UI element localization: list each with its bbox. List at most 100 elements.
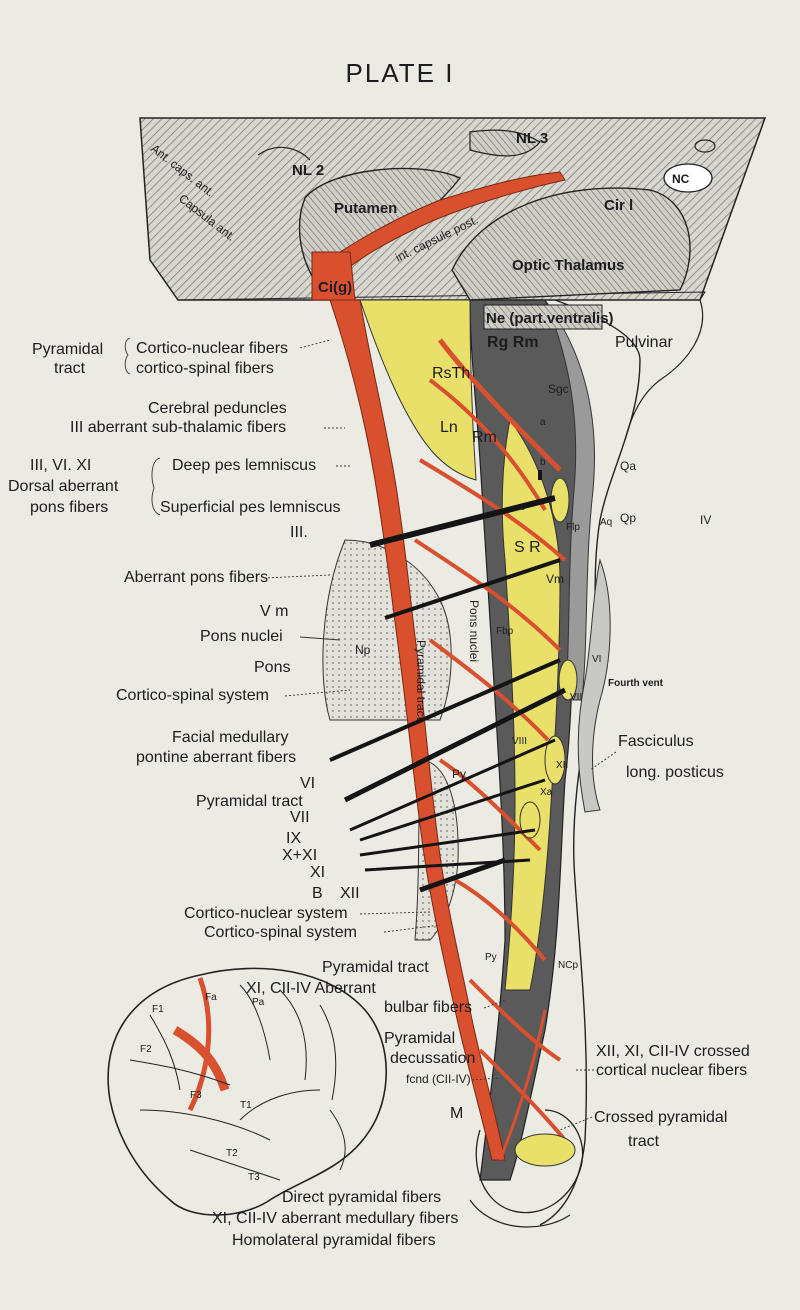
label-pyramidal-decussation-1: Pyramidal [384,1030,455,1047]
label-cirl: Cir l [604,197,633,214]
plate-title: PLATE I [345,58,455,88]
label-crossed-1: XII, XI, CII-IV crossed [596,1043,750,1060]
label-nl3: NL 3 [516,130,548,147]
label-np: Np [355,643,371,657]
label-iii: III. [290,524,308,541]
label-dorsal-aberrant: Dorsal aberrant [8,478,119,495]
label-crossed-pyramidal-1: Crossed pyramidal [594,1109,727,1126]
label-ne: Ne (part.ventralis) [486,310,614,327]
label-brain-t3: T3 [248,1172,260,1183]
label-crossed-pyramidal-2: tract [628,1133,660,1150]
label-crossed-2: cortical nuclear fibers [596,1062,747,1079]
label-rsth: RsTh [432,365,470,382]
label-xii: XII [340,885,360,902]
label-m: M [450,1105,463,1122]
label-nc: NC [672,172,690,186]
label-xi: XI [310,864,325,881]
label-xi-medullary: XI, CII-IV aberrant medullary fibers [212,1210,458,1227]
label-pons: Pons [254,659,290,676]
label-sgc: Sgc [548,382,569,396]
label-pons-nuclei-vertical: Pons nuclei [467,600,481,662]
nc-region [663,163,713,193]
label-flp: Flp [566,522,580,533]
label-fasciculus: Fasciculus [618,733,694,750]
label-brain-f1: F1 [152,1004,164,1015]
label-xii-inner: XII [556,760,568,771]
inner-labels: Ne (part.ventralis) Rg Rm RsTh Sgc Ln Rm… [355,304,673,971]
label-cig: Ci(g) [318,279,352,296]
label-tract: tract [54,360,86,377]
label-brain-f2: F2 [140,1044,152,1055]
label-qa: Qa [620,459,636,473]
label-deep-pes: Deep pes lemniscus [172,457,316,474]
brainstem [322,299,704,1228]
label-vii-inner: VII [570,692,582,703]
label-cortico-nuclear-system: Cortico-nuclear system [184,905,348,922]
label-vm: V m [260,603,288,620]
header-section: NL 3 NL 2 NC Putamen Cir l Ci(g) Optic T… [139,117,767,301]
label-xa: Xa [540,787,553,798]
label-rm: Rm [472,429,497,446]
label-facial-medullary: Facial medullary [172,729,288,746]
label-cortico-nuclear-fibers: Cortico-nuclear fibers [136,340,288,357]
label-ncp: NCp [558,960,578,971]
label-fourth-vent: Fourth vent [608,678,664,689]
label-vi-inner: VI [592,654,601,665]
label-b-small: b [540,457,546,468]
label-fbp: Fbp [496,626,514,637]
label-aq: Aq [600,517,612,528]
label-vi: VI [300,775,315,792]
label-cortico-spinal-system: Cortico-spinal system [116,687,269,704]
label-pons-fibers: pons fibers [30,499,108,516]
label-bulbar-fibers: bulbar fibers [384,999,472,1016]
label-pulvinar: Pulvinar [615,334,673,351]
brain-sketch: F1 F2 F3 T1 T2 T3 Fa Pa [107,967,388,1216]
label-optic-thalamus: Optic Thalamus [512,257,625,274]
label-pons-nuclei: Pons nuclei [200,628,283,645]
label-py2: Py [485,952,497,963]
label-pyramidal-tract-vertical: Pyramidal tract [414,640,428,721]
label-b: B [312,885,323,902]
left-labels: Pyramidal tract Cortico-nuclear fibers c… [8,337,506,1249]
label-qp: Qp [620,511,636,525]
label-homolateral: Homolateral pyramidal fibers [232,1232,436,1249]
right-labels: Qa Qp IV Fourth vent Fasciculus long. po… [559,459,750,1150]
label-putamen: Putamen [334,200,397,217]
label-vm-small: Vm [546,572,564,586]
label-ix: IX [286,830,301,847]
label-py: Py [452,767,466,781]
label-viii: VIII [512,736,527,747]
label-pyramidal-tract: Pyramidal [32,341,103,358]
label-nl2: NL 2 [292,162,324,179]
label-aberrant-subthalamic: III aberrant sub-thalamic fibers [70,419,286,436]
label-pyramidal-tract-mid: Pyramidal tract [196,793,303,810]
label-sr: S R [514,539,541,556]
label-vii: VII [290,809,310,826]
label-fcnd: fcnd (CII-IV) [406,1072,471,1086]
label-pontine-aberrant: pontine aberrant fibers [136,749,296,766]
label-long-posticus: long. posticus [626,764,724,781]
label-rg-rm: Rg Rm [487,334,539,351]
label-pyramidal-decussation-2: decussation [390,1050,475,1067]
label-cerebral-peduncles: Cerebral peduncles [148,400,287,417]
label-c: c [520,502,525,513]
label-brain-t1: T1 [240,1100,252,1111]
label-pyramidal-tract-low: Pyramidal tract [322,959,429,976]
label-iv: IV [700,513,711,527]
label-group-nums: III, VI. XI [30,457,91,474]
label-x-xi: X+XI [282,847,317,864]
label-brain-t2: T2 [226,1148,238,1159]
label-brain-f3: F3 [190,1090,202,1101]
label-direct-pyramidal: Direct pyramidal fibers [282,1189,441,1206]
label-cortico-spinal-system-2: Cortico-spinal system [204,924,357,941]
label-cortico-spinal-fibers: cortico-spinal fibers [136,360,274,377]
label-a: a [540,417,546,428]
label-superficial-pes: Superficial pes lemniscus [160,499,341,516]
label-brain-fa: Fa [205,992,217,1003]
label-aberrant-pons-fibers: Aberrant pons fibers [124,569,268,586]
label-xi-aberrant: XI, CII-IV Aberrant [246,980,376,997]
label-ln: Ln [440,419,458,436]
label-brain-pa: Pa [252,997,265,1008]
optic-thalamus-region [451,187,691,301]
